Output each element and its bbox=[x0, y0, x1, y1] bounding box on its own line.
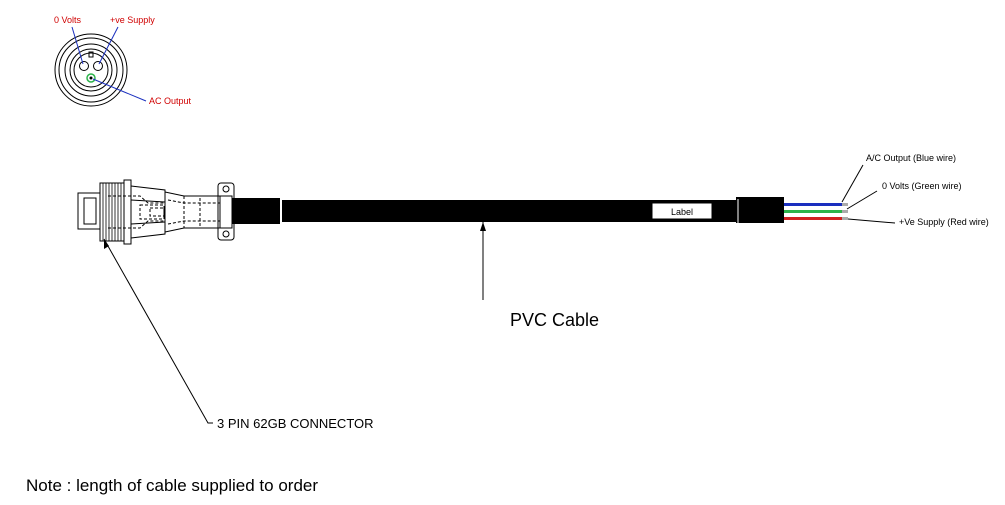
supply-label: +ve Supply bbox=[110, 15, 155, 25]
note-text: Note : length of cable supplied to order bbox=[26, 476, 318, 495]
zero-volts-leader bbox=[71, 26, 84, 65]
pvc-cable-label: PVC Cable bbox=[510, 310, 599, 330]
connector-face-view: 0 Volts +ve Supply AC Output bbox=[54, 15, 192, 107]
red-wire-label: +Ve Supply (Red wire) bbox=[899, 217, 989, 227]
green-wire-label: 0 Volts (Green wire) bbox=[882, 181, 962, 191]
supply-pin bbox=[93, 61, 103, 71]
pvc-cable: Label bbox=[232, 197, 784, 224]
red-wire bbox=[784, 217, 842, 220]
green-wire bbox=[784, 210, 842, 213]
blue-wire bbox=[784, 203, 842, 206]
zero-volts-label: 0 Volts bbox=[54, 15, 82, 25]
ac-output-leader bbox=[92, 78, 147, 102]
ac-output-label: AC Output bbox=[149, 96, 192, 106]
blue-wire-label: A/C Output (Blue wire) bbox=[866, 153, 956, 163]
supply-leader bbox=[98, 26, 119, 65]
connector-label: 3 PIN 62GB CONNECTOR bbox=[217, 416, 374, 431]
cable-label-tag bbox=[651, 202, 713, 220]
ac-output-pin bbox=[86, 73, 96, 83]
pvc-cable-callout: PVC Cable bbox=[480, 222, 599, 330]
connector-callout: 3 PIN 62GB CONNECTOR bbox=[103, 238, 374, 431]
cable-label-tag-text: Label bbox=[671, 207, 693, 217]
connector-side-view bbox=[77, 179, 235, 245]
wire-ends: A/C Output (Blue wire) 0 Volts (Green wi… bbox=[784, 153, 989, 227]
zero-volts-pin bbox=[79, 61, 89, 71]
